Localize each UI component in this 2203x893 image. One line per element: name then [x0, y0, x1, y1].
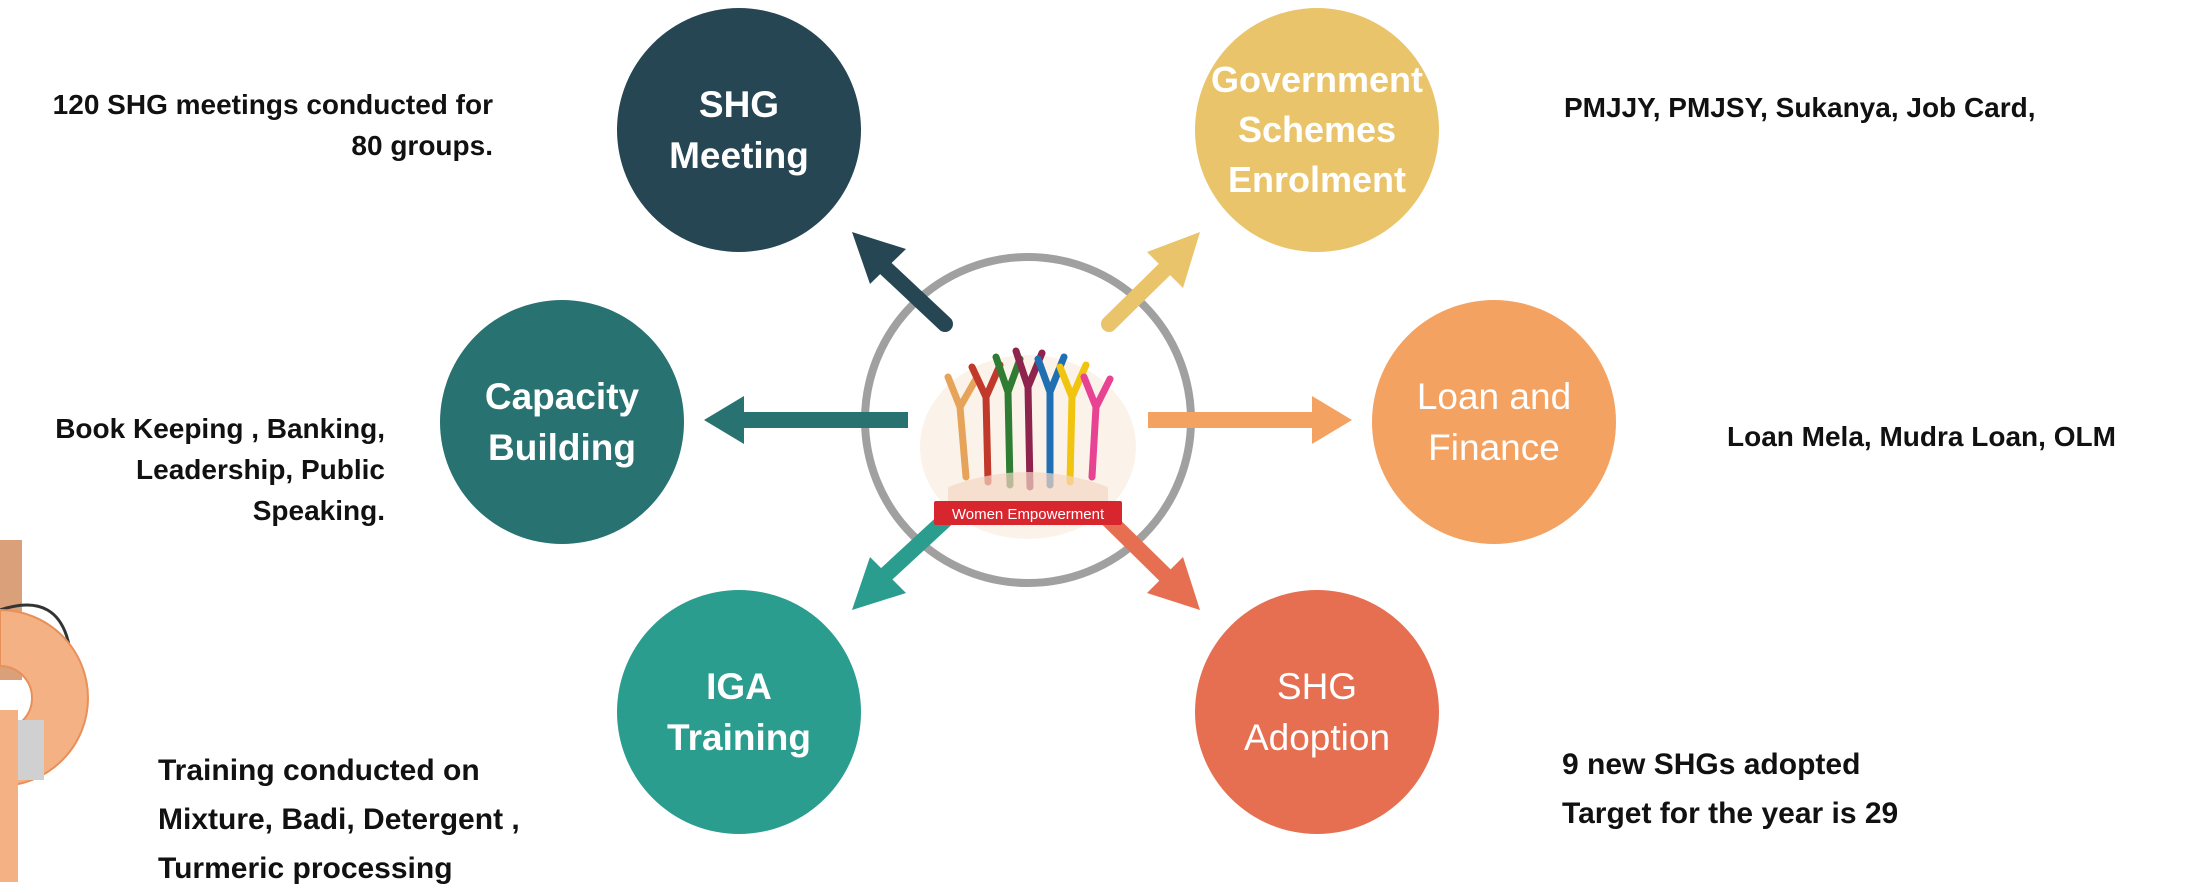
note-adoption-line2: Target for the year is 29 — [1562, 797, 1899, 830]
node-gov-line3: Enrolment — [1227, 159, 1406, 200]
arrowhead-shg-meeting — [852, 232, 906, 284]
note-gov-schemes: PMJJY, PMJSY, Sukanya, Job Card, — [1564, 87, 2036, 128]
node-gov-line2: Schemes — [1237, 109, 1397, 150]
note-capacity-line2: Leadership, Public Speaking. — [136, 454, 385, 526]
node-shg-adoption: SHG Adoption — [1195, 590, 1439, 834]
women-empowerment-logo: Women Empowerment — [908, 337, 1148, 545]
arrow-adoption — [1101, 512, 1178, 588]
arrowhead-gov-schemes — [1147, 232, 1200, 288]
note-adoption-line1: 9 new SHGs adopted — [1562, 748, 1861, 781]
arrowhead-capacity — [704, 396, 744, 444]
decorative-edge-graphic — [0, 540, 89, 882]
node-adoption-line2: Adoption — [1243, 717, 1391, 758]
node-shg-meeting-line2: Meeting — [669, 135, 809, 176]
logo-caption: Women Empowerment — [952, 506, 1105, 523]
note-shg-adoption: 9 new SHGs adopted Target for the year i… — [1562, 740, 1898, 838]
arrowhead-adoption — [1147, 557, 1200, 610]
note-loan-finance: Loan Mela, Mudra Loan, OLM — [1727, 416, 2116, 457]
node-loan-line1: Loan and — [1416, 376, 1572, 417]
node-capacity-line2: Building — [488, 427, 636, 468]
node-shg-meeting: SHG Meeting — [617, 8, 861, 252]
arrow-gov-schemes — [1101, 256, 1178, 332]
note-capacity-building: Book Keeping , Banking, Leadership, Publ… — [0, 408, 385, 531]
note-gov-line1: PMJJY, PMJSY, Sukanya, Job Card, — [1564, 92, 2036, 123]
note-shg-meeting: 120 SHG meetings conducted for 80 groups… — [20, 84, 493, 166]
node-iga-training: IGA Training — [617, 590, 861, 834]
node-gov-line1: Government — [1210, 59, 1424, 100]
arrow-iga — [872, 512, 953, 588]
node-government-schemes: Government Schemes Enrolment — [1195, 8, 1439, 252]
arrowhead-iga — [852, 557, 906, 610]
note-shg-meeting-line2: 80 groups. — [351, 130, 493, 161]
note-shg-meeting-line1: 120 SHG meetings conducted for — [52, 89, 493, 120]
node-iga-line2: Training — [667, 717, 811, 758]
node-capacity-line1: Capacity — [484, 376, 640, 417]
note-capacity-line1: Book Keeping , Banking, — [55, 413, 385, 444]
node-loan-line2: Finance — [1428, 427, 1560, 468]
note-iga-line3: Turmeric processing — [158, 852, 453, 885]
node-capacity-building: Capacity Building — [440, 300, 684, 544]
note-loan-line1: Loan Mela, Mudra Loan, OLM — [1727, 421, 2116, 452]
note-iga-line1: Training conducted on — [158, 754, 480, 787]
note-iga-line2: Mixture, Badi, Detergent , — [158, 803, 520, 836]
note-iga-training: Training conducted on Mixture, Badi, Det… — [158, 746, 520, 893]
node-loan-finance: Loan and Finance — [1372, 300, 1616, 544]
node-adoption-line1: SHG — [1276, 666, 1358, 707]
node-shg-meeting-line1: SHG — [698, 84, 780, 125]
arrowhead-loan — [1312, 396, 1352, 444]
node-iga-line1: IGA — [706, 666, 772, 707]
arrow-shg-meeting — [872, 255, 953, 332]
